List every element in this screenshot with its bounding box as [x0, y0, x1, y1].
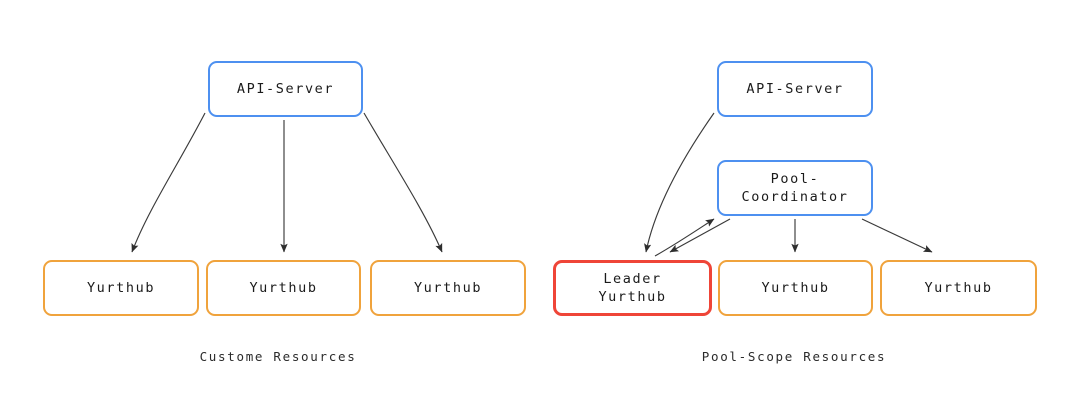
edge-rapi-to-leader — [644, 112, 715, 253]
edge-api-to-yurthub-3 — [363, 112, 443, 253]
node-left-yurthub-1[interactable]: Yurthub — [43, 260, 199, 316]
node-left-yurthub-3[interactable]: Yurthub — [370, 260, 526, 316]
edge-pool-to-yurthub-3 — [861, 218, 933, 253]
edge-leader-to-pool — [654, 218, 715, 257]
caption-left: Custome Resources — [199, 349, 357, 364]
caption-right: Pool-Scope Resources — [701, 349, 887, 364]
node-leader-yurthub[interactable]: Leader Yurthub — [553, 260, 712, 316]
edge-api-to-yurthub-1 — [131, 112, 206, 253]
node-right-yurthub-2[interactable]: Yurthub — [718, 260, 873, 316]
node-right-yurthub-3[interactable]: Yurthub — [880, 260, 1037, 316]
edge-pool-to-leader — [669, 218, 731, 253]
node-left-yurthub-2[interactable]: Yurthub — [206, 260, 361, 316]
node-pool-coordinator[interactable]: Pool-Coordinator — [717, 160, 873, 216]
node-right-api-server[interactable]: API-Server — [717, 61, 873, 117]
node-left-api-server[interactable]: API-Server — [208, 61, 363, 117]
